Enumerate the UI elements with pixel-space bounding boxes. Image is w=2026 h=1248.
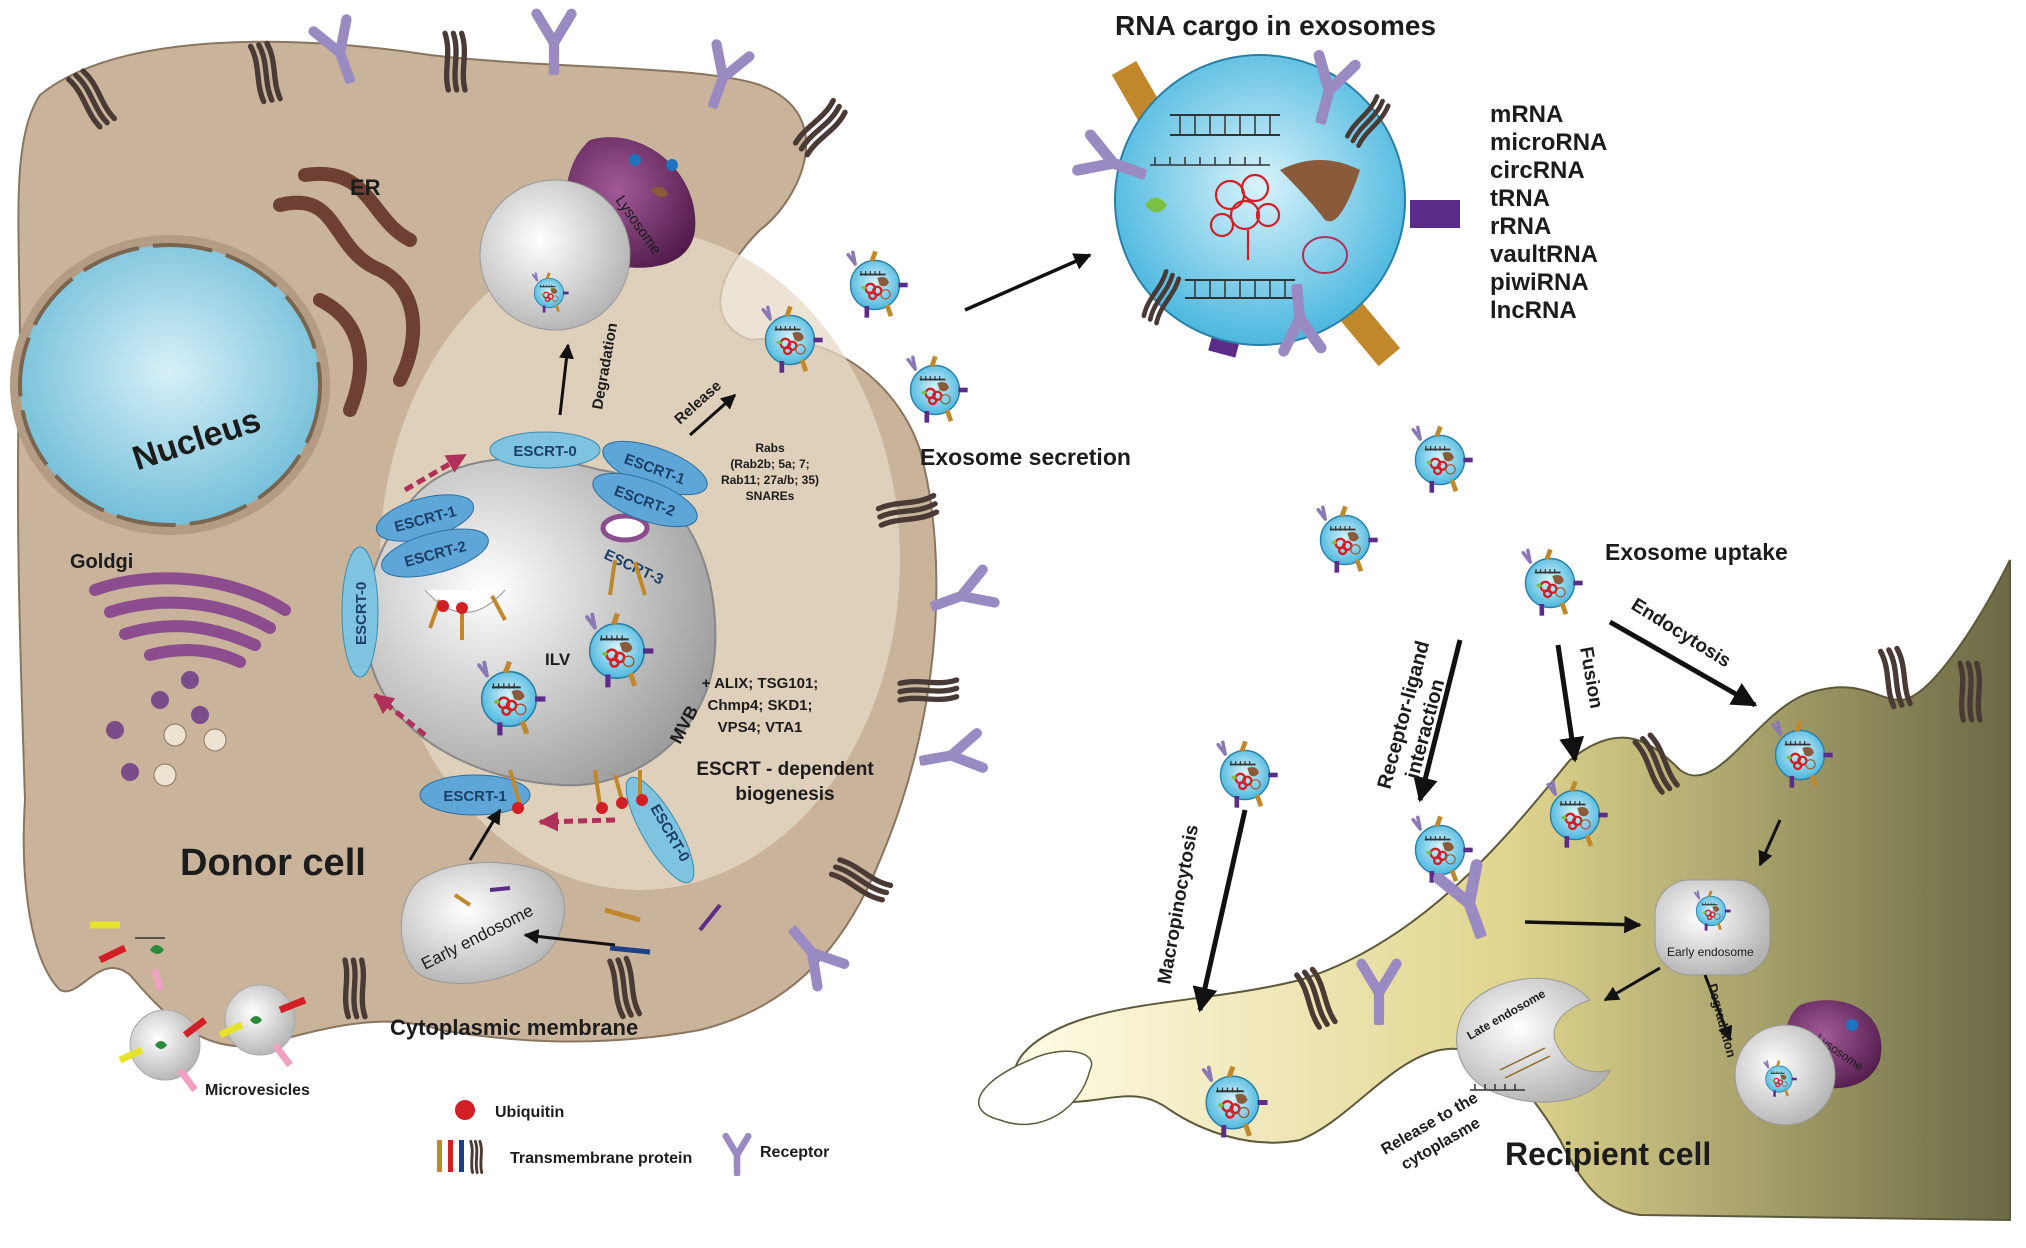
secreted-exosome-2 <box>846 250 910 320</box>
svg-text:(Rab2b; 5a; 7;: (Rab2b; 5a; 7; <box>730 457 809 471</box>
escrt1-escrt2-left: ESCRT-1 ESCRT-2 <box>375 494 489 578</box>
svg-text:rRNA: rRNA <box>1490 213 1551 240</box>
golgi-apparatus <box>89 572 291 668</box>
svg-text:Rab11; 27a/b; 35): Rab11; 27a/b; 35) <box>721 473 819 487</box>
legend: Ubiquitin Transmembrane protein Receptor <box>437 1100 829 1174</box>
svg-text:vaultRNA: vaultRNA <box>1490 241 1598 268</box>
endoplasmic-reticulum <box>273 166 421 417</box>
er-label: ER <box>350 175 381 200</box>
escrt0-left: ESCRT-0 <box>341 546 379 678</box>
membrane-cargo <box>604 903 722 955</box>
fusion-to-endosome-arrow <box>1524 915 1642 934</box>
floating-exosome-2 <box>1316 505 1380 575</box>
svg-text:VPS4; VTA1: VPS4; VTA1 <box>718 719 803 736</box>
legend-receptor-label: Receptor <box>760 1144 829 1161</box>
svg-text:ESCRT-0: ESCRT-0 <box>513 443 576 460</box>
golgi-vesicles <box>106 671 227 787</box>
svg-text:ESCRT-0: ESCRT-0 <box>353 582 370 645</box>
early-endosome <box>400 862 565 984</box>
cytoplasmic-membrane-label: Cytoplasmic membrane <box>390 1015 638 1040</box>
receptor-ligand-arrow <box>1413 639 1463 803</box>
secreted-exosome-3 <box>906 355 970 425</box>
rna-cargo-title: RNA cargo in exosomes <box>1115 10 1436 41</box>
svg-text:SNAREs: SNAREs <box>746 489 795 503</box>
exosome-secretion-label: Exosome secretion <box>920 444 1131 470</box>
escrt0-top: ESCRT-0 <box>489 431 601 469</box>
floating-exosome-1 <box>1411 425 1475 495</box>
membrane-to-endosome-arrow <box>523 929 616 947</box>
fusion-arrow <box>1555 644 1585 763</box>
svg-text:+ ALIX; TSG101;: + ALIX; TSG101; <box>702 675 819 692</box>
svg-text:microRNA: microRNA <box>1490 129 1607 156</box>
receptor-bound-exosome <box>1411 815 1475 885</box>
rna-types-list: mRNA microRNA circRNA tRNA rRNA vaultRNA… <box>1490 101 1607 324</box>
endocytosis-arrow <box>1608 619 1758 708</box>
macropinocytosis-arrow <box>1192 809 1248 1013</box>
fusion-label: Fusion <box>1575 645 1606 710</box>
recipient-early-endosome <box>1654 879 1771 976</box>
degradation-arrow <box>558 343 574 416</box>
exosome-uptake-label: Exosome uptake <box>1605 539 1788 565</box>
release-arrow <box>689 393 737 437</box>
macropinocytosis-label: Macropinocytosis <box>1154 823 1203 986</box>
svg-text:ESCRT-1: ESCRT-1 <box>443 788 506 805</box>
svg-text:piwiRNA: piwiRNA <box>1490 269 1589 296</box>
donor-cell-label: Donor cell <box>180 842 366 884</box>
microvesicles-label: Microvesicles <box>205 1082 310 1099</box>
late-endosome <box>1456 977 1611 1103</box>
legend-ubiquitin-swatch <box>455 1100 475 1120</box>
budding-ilv-left <box>424 589 507 640</box>
rna-cargo-exosome <box>1078 55 1460 367</box>
nucleus <box>10 235 330 535</box>
early-to-late-endosome-arrow <box>1603 966 1661 1002</box>
escrt1-bottom: ESCRT-1 <box>419 769 531 816</box>
escrt-proteins-list: + ALIX; TSG101; Chmp4; SKD1; VPS4; VTA1 <box>702 675 819 736</box>
released-rna <box>1470 1047 1551 1091</box>
microvesicles <box>90 921 307 1093</box>
svg-text:tRNA: tRNA <box>1490 185 1550 212</box>
ilv-label: ILV <box>545 650 571 669</box>
svg-text:Chmp4; SKD1;: Chmp4; SKD1; <box>707 697 812 714</box>
escrt-cycle-arrows <box>373 452 616 832</box>
secretion-to-cargo-arrow <box>964 253 1092 312</box>
svg-text:lncRNA: lncRNA <box>1490 297 1577 324</box>
endocytosis-to-endosome-arrow <box>1758 819 1782 867</box>
escrt-dependent-label-2: biogenesis <box>735 784 834 805</box>
endosome-to-mvb-arrow <box>468 808 502 861</box>
early-endosome-label-2: Early endosome <box>1667 945 1754 959</box>
svg-text:circRNA: circRNA <box>1490 157 1585 184</box>
uptake-exosome-source <box>1521 548 1585 618</box>
svg-text:mRNA: mRNA <box>1490 101 1563 128</box>
escrt-dependent-label-1: ESCRT - dependent <box>696 759 874 780</box>
legend-transmembrane-label: Transmembrane protein <box>510 1150 692 1167</box>
legend-ubiquitin-label: Ubiquitin <box>495 1104 564 1121</box>
legend-receptor-swatch <box>726 1136 749 1174</box>
budding-microvesicle <box>90 921 165 991</box>
recipient-cell-label: Recipient cell <box>1505 1136 1711 1172</box>
macropinosome <box>978 1050 1093 1126</box>
svg-text:Rabs: Rabs <box>755 441 785 455</box>
recipient-cell-body <box>1013 559 2011 1222</box>
golgi-label: Goldgi <box>70 551 133 573</box>
rabs-snares-list: Rabs (Rab2b; 5a; 7; Rab11; 27a/b; 35) SN… <box>721 441 819 503</box>
recipient-degradation-arrow <box>1703 974 1733 1042</box>
macropinocytosis-exosome <box>1216 740 1280 810</box>
degradation-vesicle <box>479 179 631 331</box>
